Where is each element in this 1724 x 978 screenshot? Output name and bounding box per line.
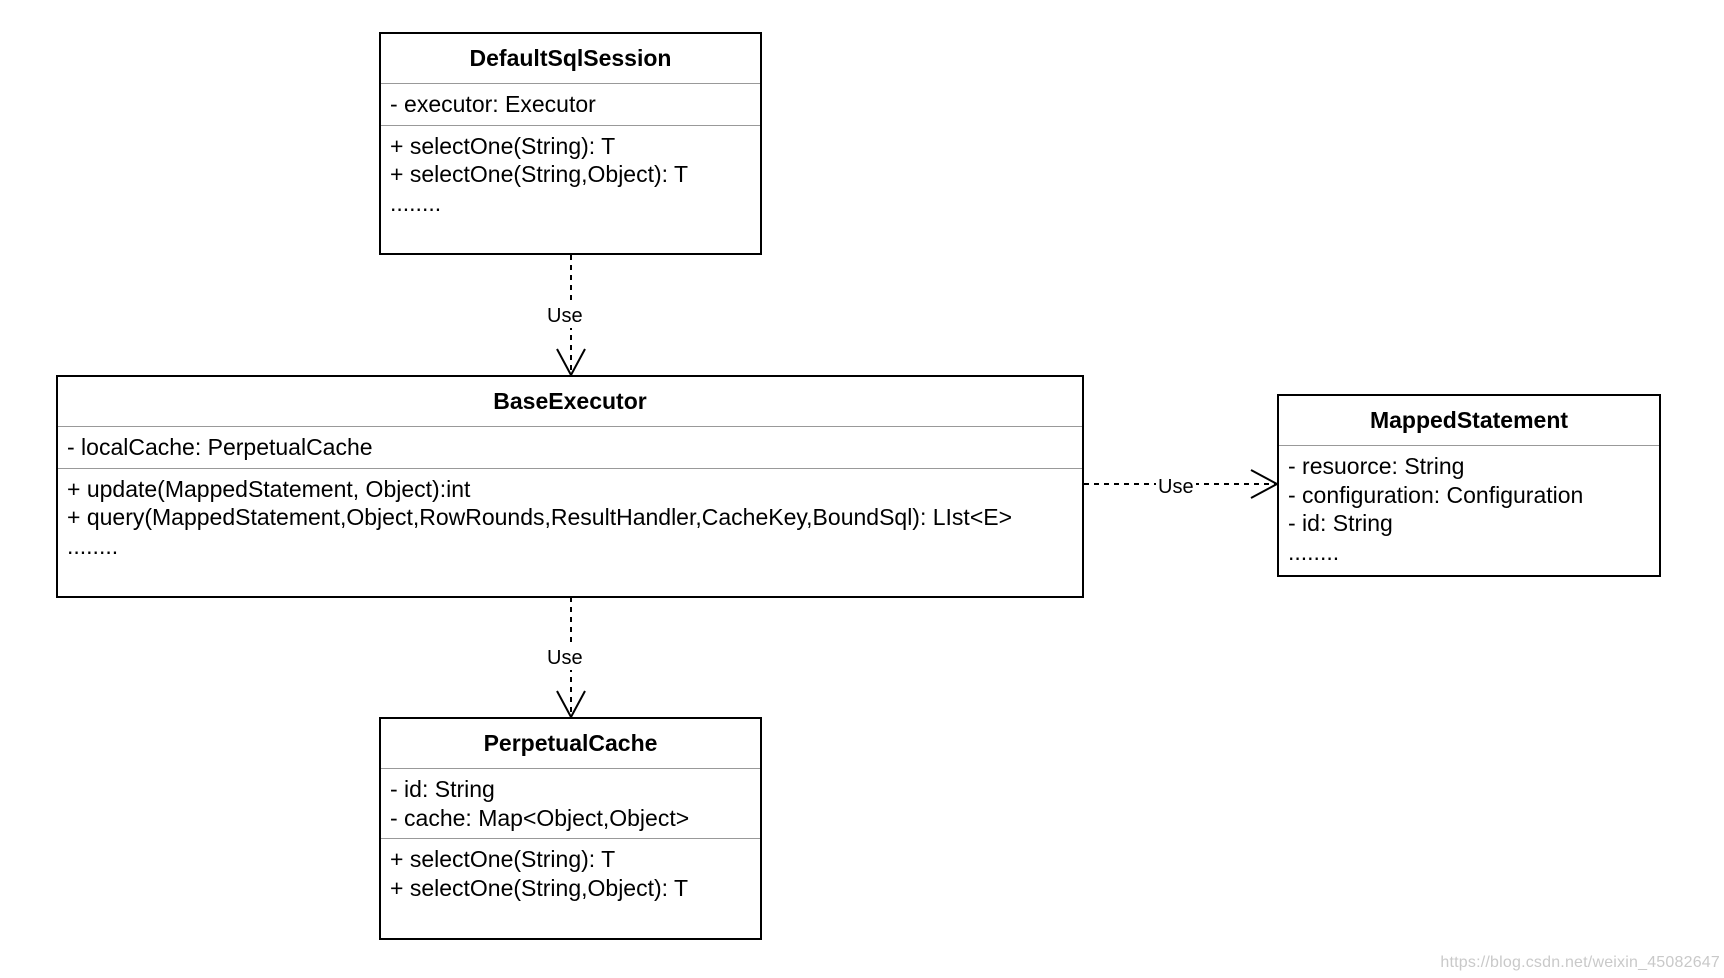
attribute: - id: String <box>1288 510 1393 536</box>
use-label-executor-statement: Use <box>1156 475 1196 499</box>
attribute: - executor: Executor <box>390 91 596 117</box>
class-name: PerpetualCache <box>381 719 760 769</box>
arrowhead-executor-cache <box>556 690 586 720</box>
attribute: - cache: Map<Object,Object> <box>390 804 690 831</box>
class-name: BaseExecutor <box>58 377 1082 427</box>
class-default-sql-session[interactable]: DefaultSqlSession - executor: Executor +… <box>379 32 762 255</box>
attributes-section: - executor: Executor <box>381 84 760 126</box>
method: + selectOne(String,Object): T <box>390 874 689 901</box>
class-perpetual-cache[interactable]: PerpetualCache - id: String - cache: Map… <box>379 717 762 940</box>
method: + selectOne(String): T <box>390 846 616 872</box>
methods-section: + selectOne(String): T + selectOne(Strin… <box>381 126 760 224</box>
class-mapped-statement[interactable]: MappedStatement - resuorce: String - con… <box>1277 394 1661 577</box>
attributes-section: - resuorce: String - configuration: Conf… <box>1279 446 1659 572</box>
class-base-executor[interactable]: BaseExecutor - localCache: PerpetualCach… <box>56 375 1084 598</box>
method: + query(MappedStatement,Object,RowRounds… <box>67 504 1013 530</box>
method: + selectOne(String,Object): T <box>390 161 689 187</box>
use-label-executor-cache: Use <box>545 646 585 670</box>
method-ellipsis: ........ <box>390 189 442 216</box>
attributes-section: - localCache: PerpetualCache <box>58 427 1082 469</box>
attribute: - localCache: PerpetualCache <box>67 434 373 460</box>
attribute: - configuration: Configuration <box>1288 481 1584 508</box>
attribute: - resuorce: String <box>1288 453 1465 479</box>
method-ellipsis: ........ <box>67 532 119 559</box>
methods-section: + update(MappedStatement, Object):int + … <box>58 469 1082 567</box>
use-label-session-executor: Use <box>545 304 585 328</box>
method: + update(MappedStatement, Object):int <box>67 475 471 502</box>
arrowhead-session-executor <box>556 348 586 378</box>
method: + selectOne(String): T <box>390 132 616 159</box>
methods-section: + selectOne(String): T + selectOne(Strin… <box>381 839 760 908</box>
attributes-section: - id: String - cache: Map<Object,Object> <box>381 769 760 839</box>
class-name: MappedStatement <box>1279 396 1659 446</box>
attribute: - id: String <box>390 776 495 802</box>
class-name: DefaultSqlSession <box>381 34 760 84</box>
watermark: https://blog.csdn.net/weixin_45082647 <box>1440 954 1720 971</box>
attribute-ellipsis: ........ <box>1288 538 1340 565</box>
